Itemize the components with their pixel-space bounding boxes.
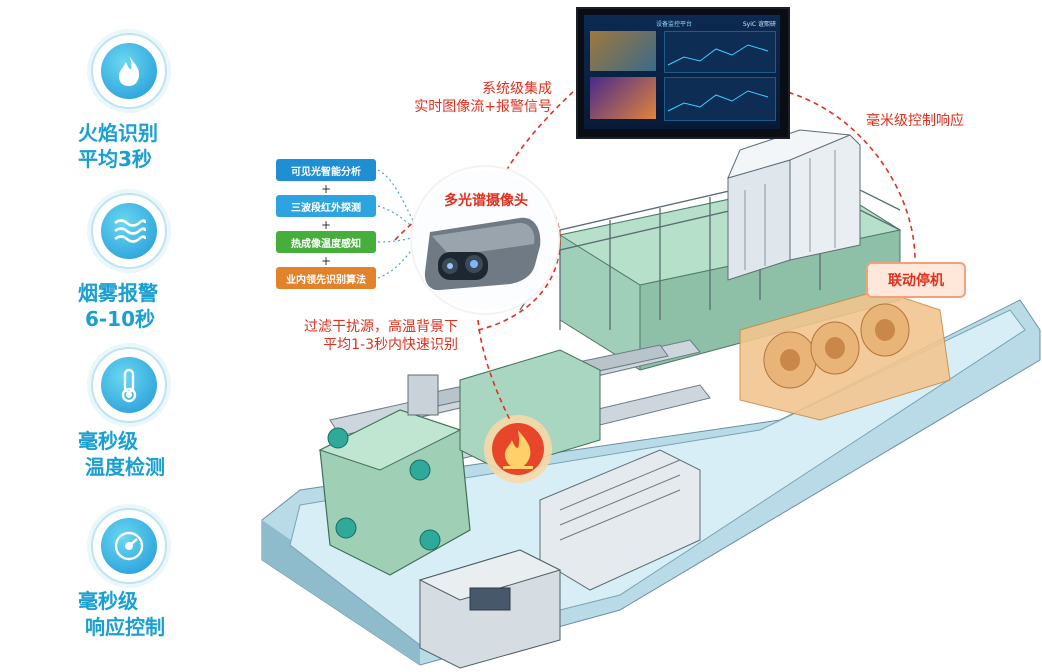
- tech-pill-thermal: 热成像温度感知: [276, 231, 376, 253]
- feature-control: [91, 508, 167, 584]
- annotation-ms-control: 毫米级控制响应: [866, 113, 964, 129]
- linked-stop-badge: 联动停机: [866, 262, 966, 298]
- feature-control-label: 毫秒级 响应控制: [78, 589, 165, 639]
- annotation-system-integration: 系统级集成 实时图像流+报警信号: [414, 81, 552, 115]
- thermometer-icon: [121, 368, 137, 403]
- tech-pill-visible-light: 可见光智能分析: [276, 159, 376, 181]
- feature-temperature: [91, 347, 167, 423]
- camera-title: 多光谱摄像头: [444, 193, 528, 209]
- feature-temperature-label: 毫秒级 温度检测: [78, 429, 165, 479]
- waves-icon: [114, 219, 146, 243]
- feature-smoke: [91, 193, 167, 269]
- plus-sign: +: [320, 182, 332, 196]
- gauge-icon: [114, 531, 144, 561]
- monitor-chart-1: [664, 31, 776, 73]
- feature-flame: [91, 33, 167, 109]
- tech-pill-infrared: 三波段红外探测: [276, 195, 376, 217]
- monitor-title: 设备监控平台: [656, 21, 693, 28]
- annotation-filter: 过滤干扰源，高温背景下 平均1-3秒内快速识别: [304, 319, 458, 353]
- monitor-brand: SyiC 谊熙研: [742, 21, 776, 28]
- monitor-video-1: [590, 31, 656, 71]
- plus-sign: +: [320, 254, 332, 268]
- feature-flame-label: 火焰识别 平均3秒: [78, 121, 158, 171]
- camera-icon: [424, 217, 541, 291]
- plus-sign: +: [320, 218, 332, 232]
- flame-icon: [119, 56, 140, 86]
- tech-pill-algorithm: 业内领先识别算法: [276, 267, 376, 289]
- monitor-screen: 设备监控平台 SyiC 谊熙研: [584, 15, 780, 129]
- monitor-video-2: [590, 77, 656, 119]
- monitor: 设备监控平台 SyiC 谊熙研: [576, 7, 790, 139]
- monitor-chart-2: [664, 77, 776, 121]
- feature-smoke-label: 烟雾报警 6-10秒: [78, 281, 158, 331]
- flame-icon: [504, 430, 531, 468]
